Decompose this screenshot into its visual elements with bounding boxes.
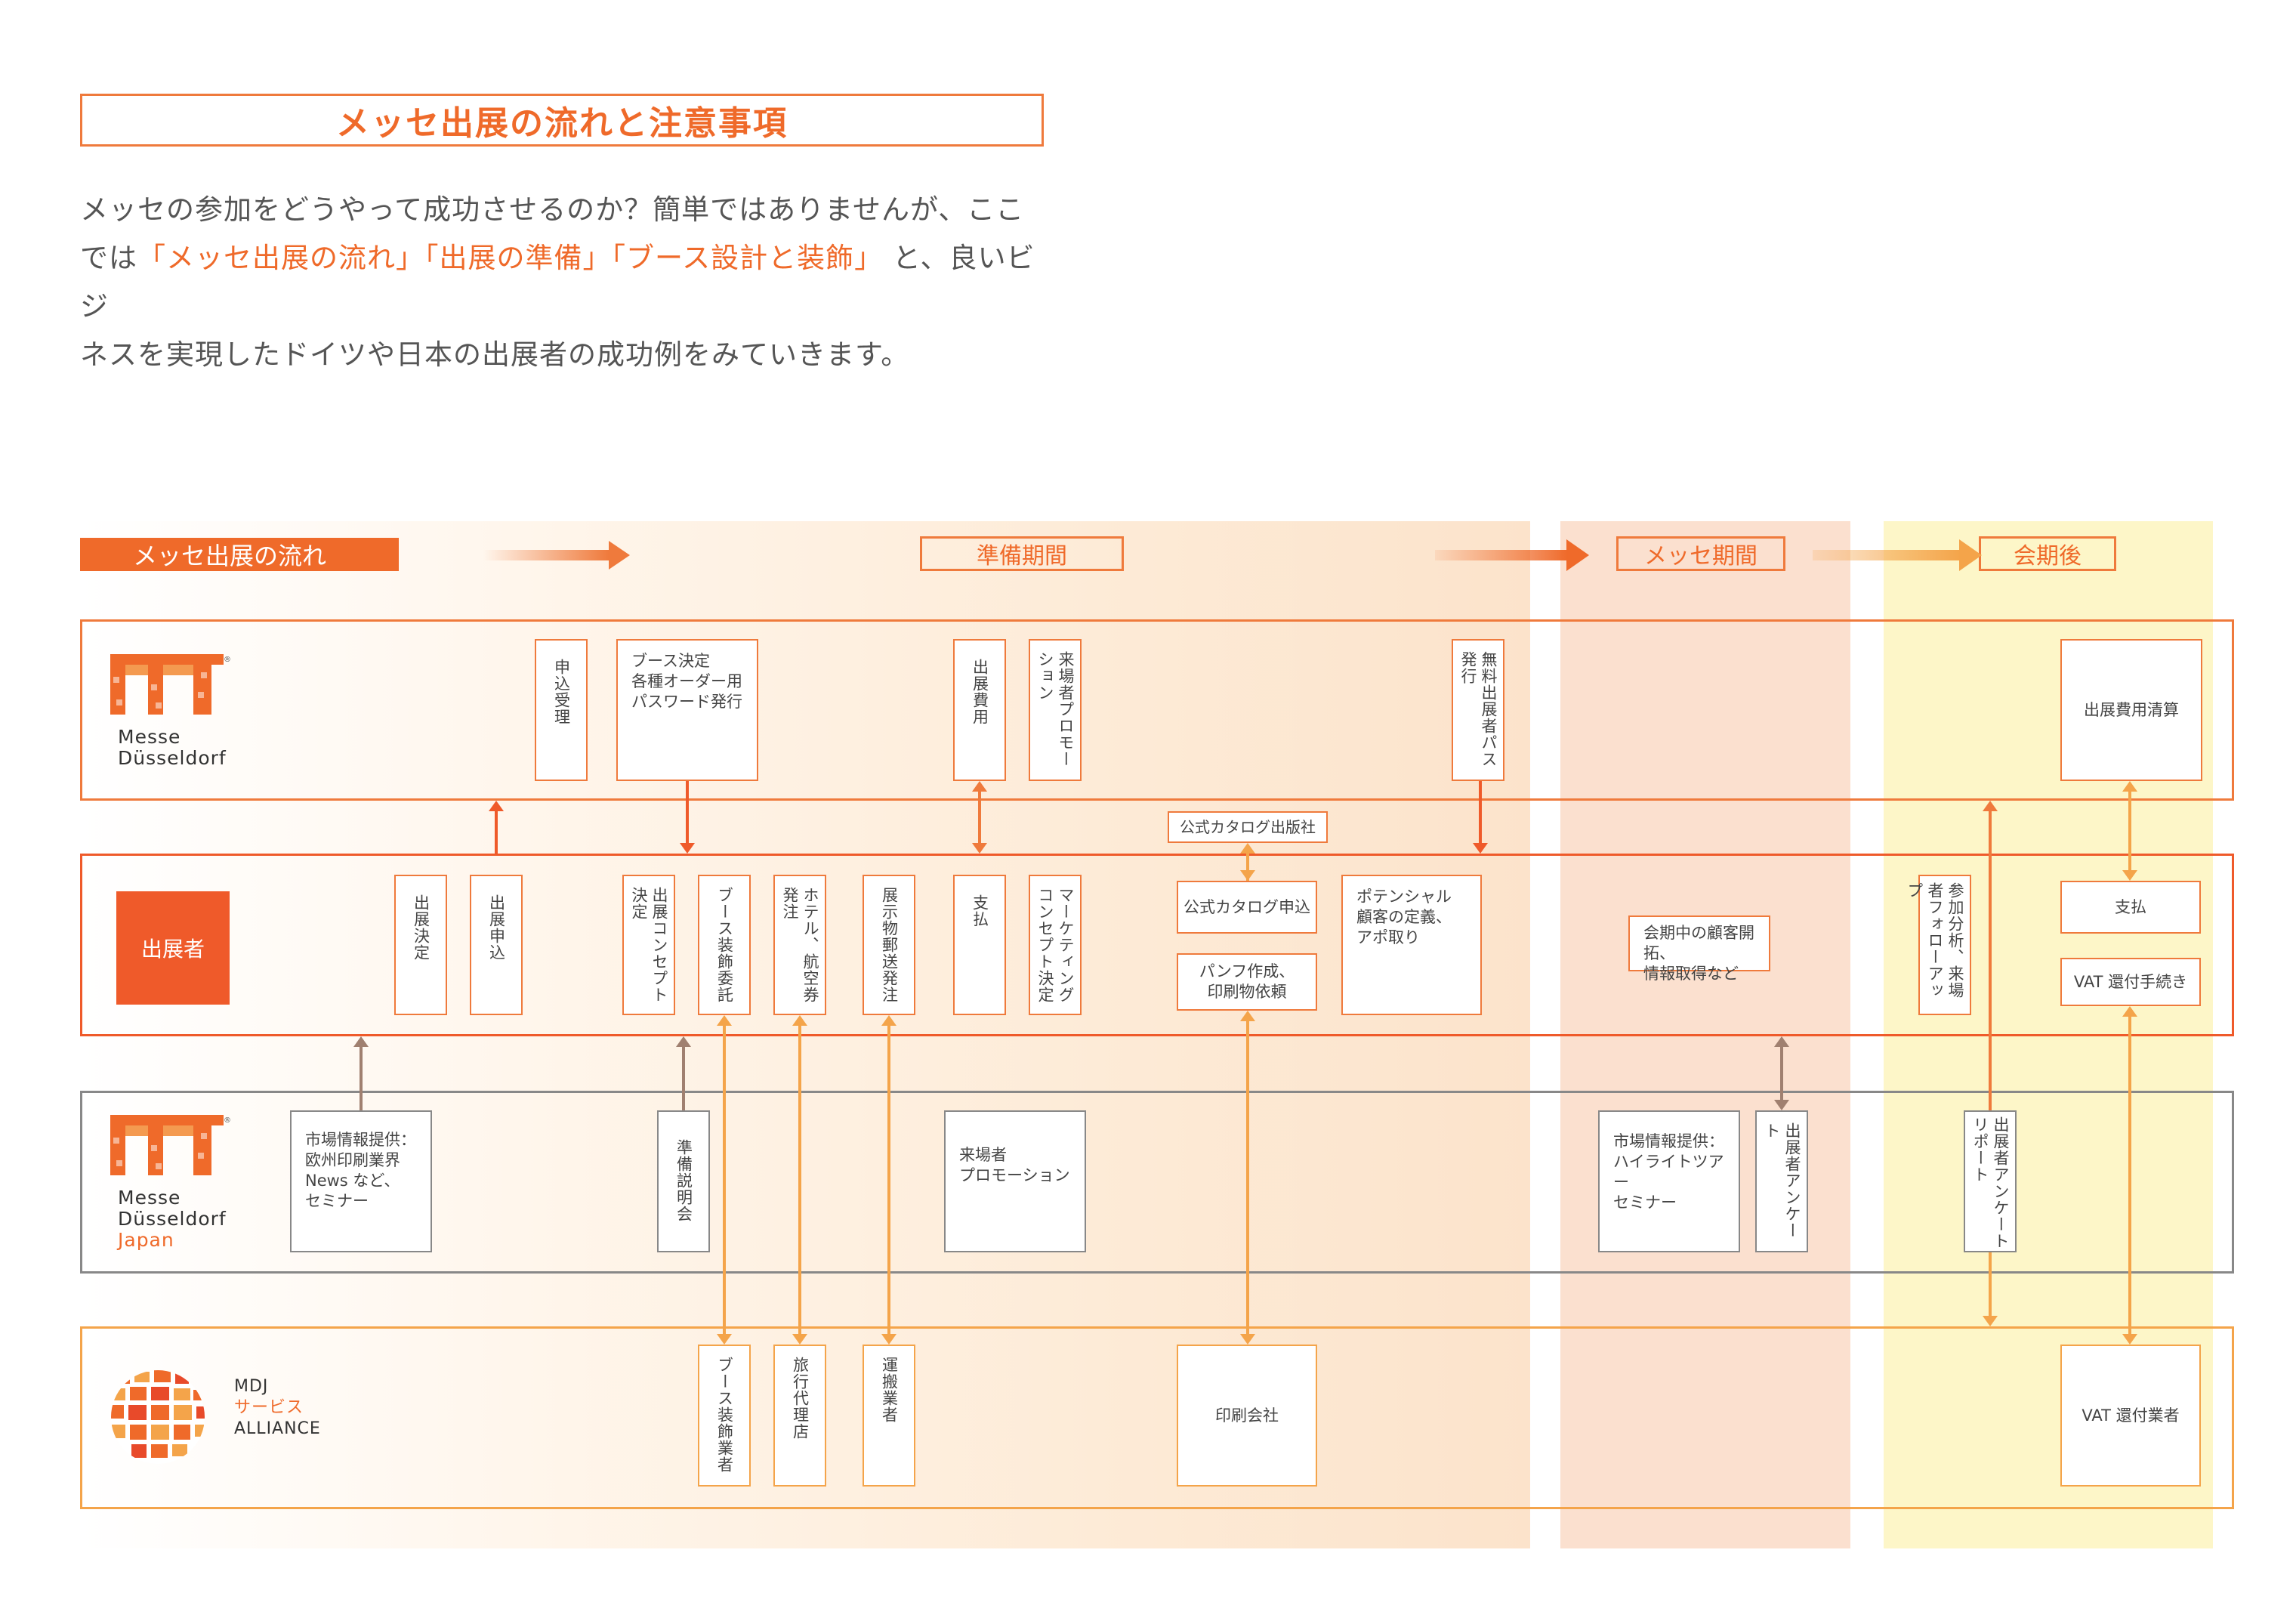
row-mdj — [80, 1091, 2234, 1274]
md-logo-name-2: Düsseldorf — [118, 747, 227, 769]
survey-box: 出展者アンケート — [1755, 1110, 1808, 1252]
apply-accept-box: 申込受理 — [535, 639, 588, 781]
survey-report-box: 出展者アンケートリポート — [1964, 1110, 2017, 1252]
market-info-box: 市場情報提供： 欧州印刷業界 News など、 セミナー — [290, 1110, 432, 1252]
mdj-logo-name-1: Messe — [118, 1187, 181, 1209]
booth-order-box: ブース装飾委託 — [698, 875, 751, 1015]
intro-line-2-post: と、良いビジ — [80, 242, 1035, 323]
hotel-flight-box: ホテル、航空券発注 — [773, 875, 826, 1015]
alliance-logo — [101, 1364, 214, 1477]
mdj-logo-icon: ® — [110, 1115, 231, 1175]
printer-box: 印刷会社 — [1177, 1345, 1317, 1487]
md-logo-name-1: Messe — [118, 726, 181, 748]
mdj-logo: ® — [110, 1115, 231, 1183]
concept-decision-box: 出展コンセプト決定 — [622, 875, 675, 1015]
booth-decision-box: ブース決定 各種オーダー用 パスワード発行 — [616, 639, 758, 781]
briefing-box: 準備説明会 — [657, 1110, 710, 1252]
free-pass-box: 無料出展者パス発行 — [1452, 639, 1504, 781]
row-exhibitor — [80, 854, 2234, 1036]
page-title: メッセ出展の流れと注意事項 — [336, 104, 788, 143]
potential-customers-box: ポテンシャル 顧客の定義、 アポ取り — [1341, 875, 1482, 1015]
intro-line-2: では「メッセ出展の流れ」「出展の準備」「ブース設計と装飾」 と、良いビジ — [80, 234, 1054, 331]
market-info2-box: 市場情報提供： ハイライトツアー セミナー — [1598, 1110, 1740, 1252]
catalog-publisher-box: 公式カタログ出版社 — [1168, 811, 1328, 843]
mdj-logo-name: Messe Düsseldorf Japan — [118, 1187, 227, 1251]
alliance-name-2: サービス — [234, 1398, 304, 1417]
catalog-apply-box: 公式カタログ申込 — [1177, 881, 1317, 934]
alliance-name-1: MDJ — [234, 1377, 269, 1396]
intro-highlight: 「メッセ出展の流れ」「出展の準備」「ブース設計と装飾」 — [137, 242, 884, 274]
exhibitor-block: 出展者 — [116, 891, 230, 1005]
payment-box: 支払 — [953, 875, 1006, 1015]
shipping-order-box: 展示物郵送発注 — [863, 875, 915, 1015]
phase-prep-label: 準備期間 — [920, 536, 1124, 571]
intro-line-1: メッセの参加をどうやって成功させるのか？簡単ではありませんが、ここ — [80, 193, 1025, 226]
intro-paragraph: メッセの参加をどうやって成功させるのか？簡単ではありませんが、ここ では「メッセ… — [80, 186, 1054, 379]
mdj-logo-name-3: Japan — [118, 1229, 174, 1251]
phase-arrow-1 — [483, 541, 630, 570]
marketing-concept-box: マーケティングコンセプト決定 — [1029, 875, 1082, 1015]
intro-line-3: ネスを実現したドイツや日本の出展者の成功例をみていきます。 — [80, 338, 910, 371]
md-logo-icon: ® — [110, 654, 231, 715]
pamphlet-box: パンフ作成、 印刷物依頼 — [1177, 953, 1317, 1011]
alliance-logo-name: MDJ サービス ALLIANCE — [234, 1376, 321, 1440]
payment2-box: 支払 — [2060, 881, 2201, 934]
phase-messe-label: メッセ期間 — [1616, 536, 1785, 571]
row-messe-duesseldorf — [80, 619, 2234, 801]
exhibitor-label: 出展者 — [140, 937, 205, 962]
exhibit-fee-box: 出展費用 — [953, 639, 1006, 781]
vat-agent-box: VAT 還付業者 — [2060, 1345, 2201, 1487]
booth-contractor-box: ブース装飾業者 — [698, 1345, 751, 1487]
messe-duesseldorf-logo: ® — [110, 654, 231, 722]
carrier-box: 運搬業者 — [863, 1345, 915, 1487]
fee-settlement-box: 出展費用清算 — [2060, 639, 2202, 781]
phase-after-label: 会期後 — [1979, 536, 2116, 571]
intro-line-2-pre: では — [80, 242, 137, 274]
exhibit-decision-box: 出展決定 — [394, 875, 447, 1015]
globe-icon — [111, 1370, 205, 1464]
mdj-logo-name-2: Düsseldorf — [118, 1208, 227, 1230]
vat-refund-box: VAT 還付手続き — [2060, 958, 2201, 1006]
svg-text:®: ® — [224, 1116, 231, 1125]
md-logo-name: Messe Düsseldorf — [118, 727, 227, 769]
alliance-name-3: ALLIANCE — [234, 1419, 321, 1438]
svg-text:®: ® — [224, 656, 231, 664]
travel-agency-box: 旅行代理店 — [773, 1345, 826, 1487]
visitor-promo-box-r1: 来場者プロモーション — [1029, 639, 1082, 781]
flow-label: メッセ出展の流れ — [80, 538, 399, 571]
phase-arrow-3 — [1813, 539, 1982, 571]
title-box: メッセ出展の流れと注意事項 — [80, 94, 1044, 147]
phase-arrow-2 — [1435, 539, 1589, 571]
visitor-promo-box-r3: 来場者 プロモーション — [944, 1110, 1086, 1252]
row-alliance — [80, 1326, 2234, 1509]
during-messe-box: 会期中の顧客開拓、 情報取得など — [1628, 915, 1770, 983]
exhibit-apply-box: 出展申込 — [470, 875, 523, 1015]
